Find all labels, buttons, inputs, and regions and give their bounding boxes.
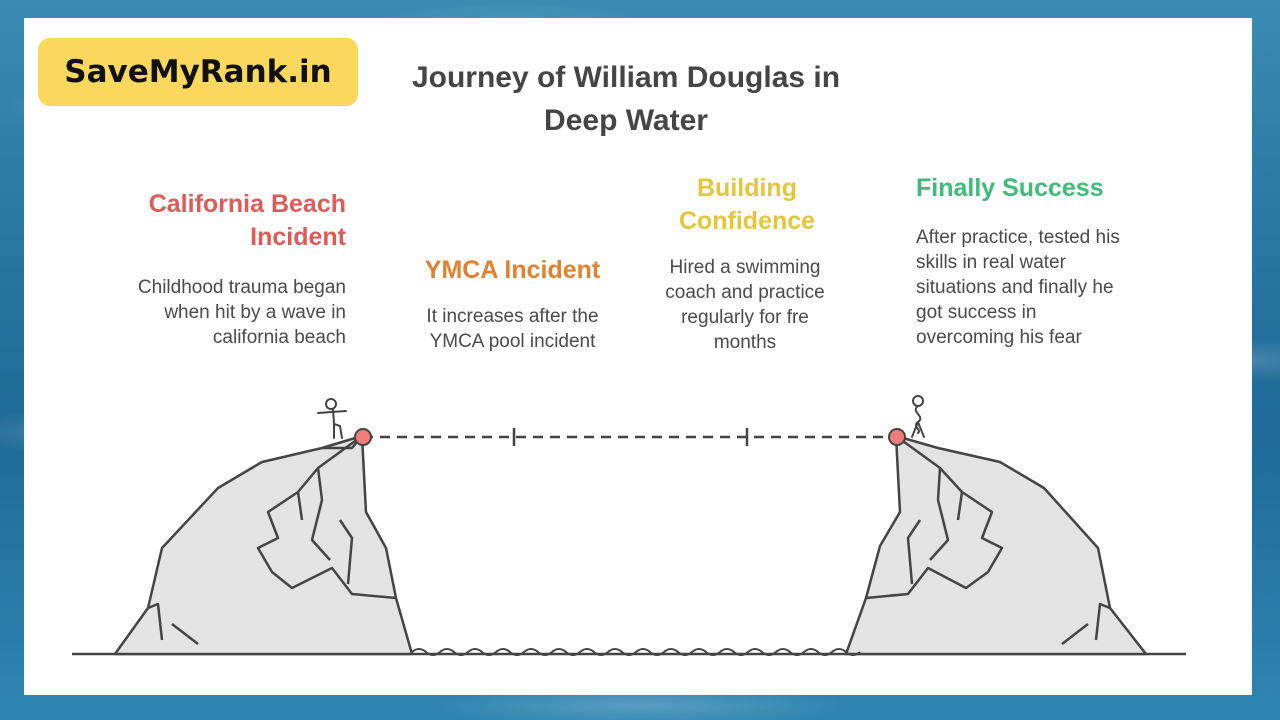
right-cliff — [844, 434, 1148, 656]
stage-3-title: Building Confidence — [647, 172, 847, 238]
stage-1-description: Childhood trauma began when hit by a wav… — [96, 275, 346, 350]
stage-2-desc-line: It increases after the — [426, 306, 599, 327]
stick-figure-end-icon — [911, 395, 925, 438]
stage-4-desc-line: got success in — [916, 302, 1037, 323]
end-dot — [888, 428, 906, 446]
stage-4-desc-line: skills in real water — [916, 252, 1066, 273]
stage-1-title-line-1: California Beach — [148, 190, 346, 218]
title-line-1: Journey of William Douglas in — [411, 61, 841, 94]
stage-3-desc-line: months — [713, 332, 777, 353]
stage-3-desc-line: Hired a swimming — [669, 257, 821, 278]
start-dot — [354, 428, 372, 446]
stage-3-title-line-1: Building — [697, 174, 797, 202]
left-cliff — [113, 434, 414, 656]
stage-2-description: It increases after the YMCA pool inciden… — [400, 304, 625, 354]
stage-1-desc-line: Childhood trauma began — [137, 277, 346, 298]
stick-figure-start-icon — [317, 398, 347, 439]
stage-4-description: After practice, tested his skills in rea… — [916, 225, 1156, 350]
stage-2-title-line-1: YMCA Incident — [424, 256, 601, 284]
stage-1-title-line-2: Incident — [250, 223, 346, 251]
stage-3-desc-line: regularly for fre — [681, 307, 809, 328]
stage-1-desc-line: california beach — [212, 327, 346, 348]
stage-3-title-line-2: Confidence — [678, 207, 816, 235]
title-line-2: Deep Water — [544, 104, 708, 137]
stage-4-title-line-1: Finally Success — [916, 174, 1104, 202]
stage-4-desc-line: overcoming his fear — [916, 327, 1082, 348]
stage-4-desc-line: After practice, tested his — [916, 227, 1120, 248]
stage-3-description: Hired a swimming coach and practice regu… — [645, 255, 845, 355]
stage-2-title: YMCA Incident — [400, 254, 625, 287]
stage-1-desc-line: when hit by a wave in — [164, 302, 346, 323]
page-title: Journey of William Douglas in Deep Water — [380, 56, 872, 142]
stage-1-title: California Beach Incident — [110, 188, 346, 254]
stage-3-desc-line: coach and practice — [665, 282, 825, 303]
stage-4-title: Finally Success — [916, 172, 1156, 205]
water-waves — [411, 648, 861, 656]
stage-2-desc-line: YMCA pool incident — [429, 331, 596, 352]
brand-label: SaveMyRank.in — [64, 54, 332, 90]
brand-badge[interactable]: SaveMyRank.in — [38, 38, 358, 106]
stage-4-desc-line: situations and finally he — [916, 277, 1114, 298]
